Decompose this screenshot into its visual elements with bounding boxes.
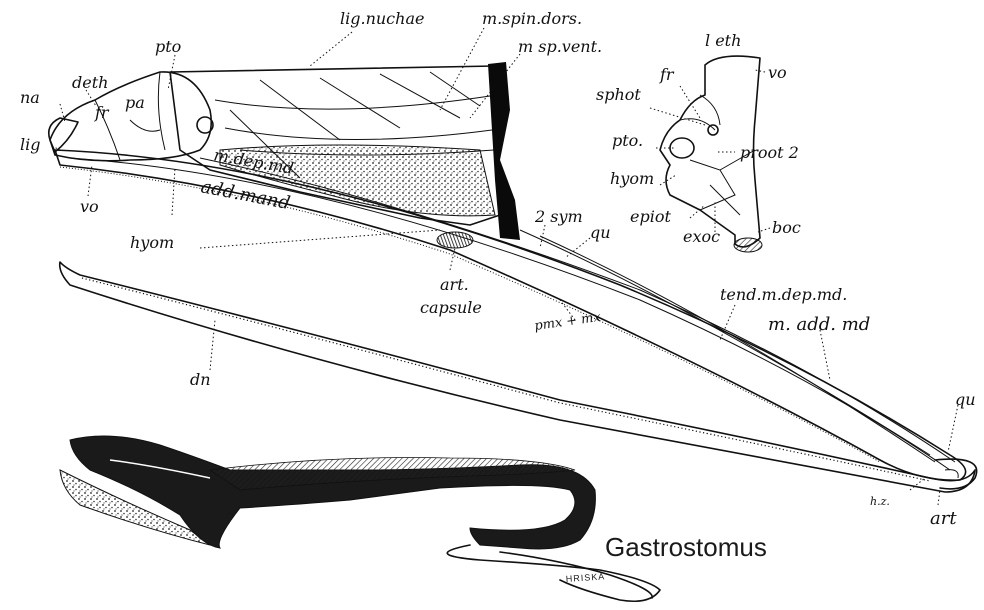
label-m-add-md: m. add. md [768, 314, 870, 335]
figure-title: Gastrostomus [605, 532, 767, 562]
label-m-sp-vent: m sp.vent. [518, 37, 602, 56]
occipital-condyle [734, 238, 762, 252]
label-dn: dn [190, 370, 211, 389]
label-lig-nuchae: lig.nuchae [340, 9, 424, 28]
label-skull-l-eth: l eth [705, 31, 741, 50]
label-art: art. [440, 275, 469, 294]
label-lig: lig [20, 135, 40, 154]
articular-capsule [437, 232, 473, 248]
label-skull-pto: pto. [612, 131, 643, 150]
label-hyom: hyom [130, 233, 174, 252]
label-pa: pa [125, 93, 145, 112]
label-hz: h.z. [870, 495, 890, 508]
label-skull-sphot: sphot [596, 85, 641, 104]
label-qu-right: qu [955, 390, 976, 409]
label-skull-hyom: hyom [610, 169, 654, 188]
label-skull-proot: proot 2 [740, 143, 799, 162]
label-capsule: capsule [420, 298, 482, 317]
label-sym: 2 sym [534, 207, 583, 226]
label-pmx-mx: pmx + mx [533, 310, 602, 334]
label-tend-m-dep-md: tend.m.dep.md. [720, 285, 847, 304]
label-na: na [20, 88, 40, 107]
label-fr: fr [94, 103, 110, 122]
label-skull-boc: boc [772, 218, 801, 237]
label-qu: qu [590, 223, 611, 242]
label-skull-vo: vo [768, 63, 787, 82]
label-skull-fr: fr [659, 65, 675, 84]
label-skull-epiot: epiot [630, 207, 671, 226]
label-deth: deth [72, 73, 108, 92]
label-vo: vo [80, 197, 99, 216]
label-skull-exoc: exoc [683, 227, 720, 246]
artist-signature: HRISKA [565, 571, 605, 584]
label-art-right: art [930, 508, 957, 529]
label-m-spin-dors: m.spin.dors. [482, 9, 582, 28]
label-pto: pto [155, 37, 181, 56]
